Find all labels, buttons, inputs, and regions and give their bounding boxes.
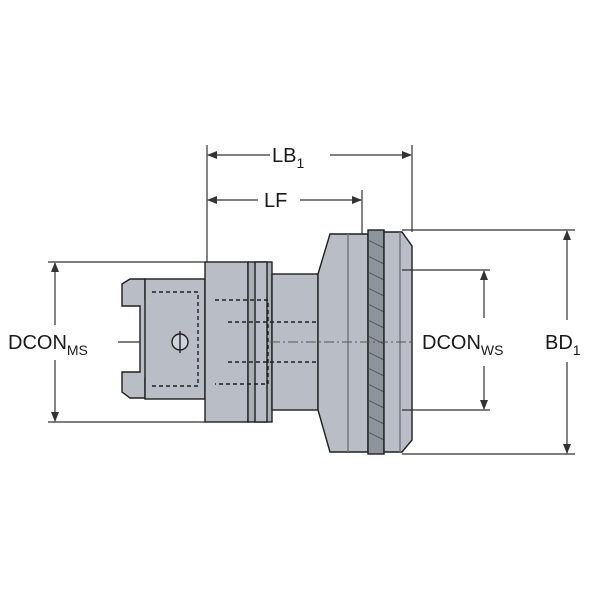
dimension-lines: [48, 145, 575, 455]
flange-hidden: [215, 299, 269, 385]
head: [317, 233, 369, 453]
knurl-pattern: [367, 239, 385, 441]
label-bd1: BD1: [545, 332, 581, 358]
flange: [204, 261, 249, 423]
shank-slot: [152, 291, 199, 387]
label-dcon-ws: DCONWS: [422, 332, 503, 358]
label-dcon-ms: DCONMS: [8, 332, 88, 358]
neck-hidden: [228, 321, 330, 363]
label-lf: LF: [264, 190, 287, 212]
dimension-labels: LB1 LF DCONMS DCONWS BD1: [8, 145, 581, 358]
flange-ring: [254, 261, 268, 423]
label-lb1: LB1: [272, 145, 304, 171]
tool-body: [121, 229, 413, 455]
